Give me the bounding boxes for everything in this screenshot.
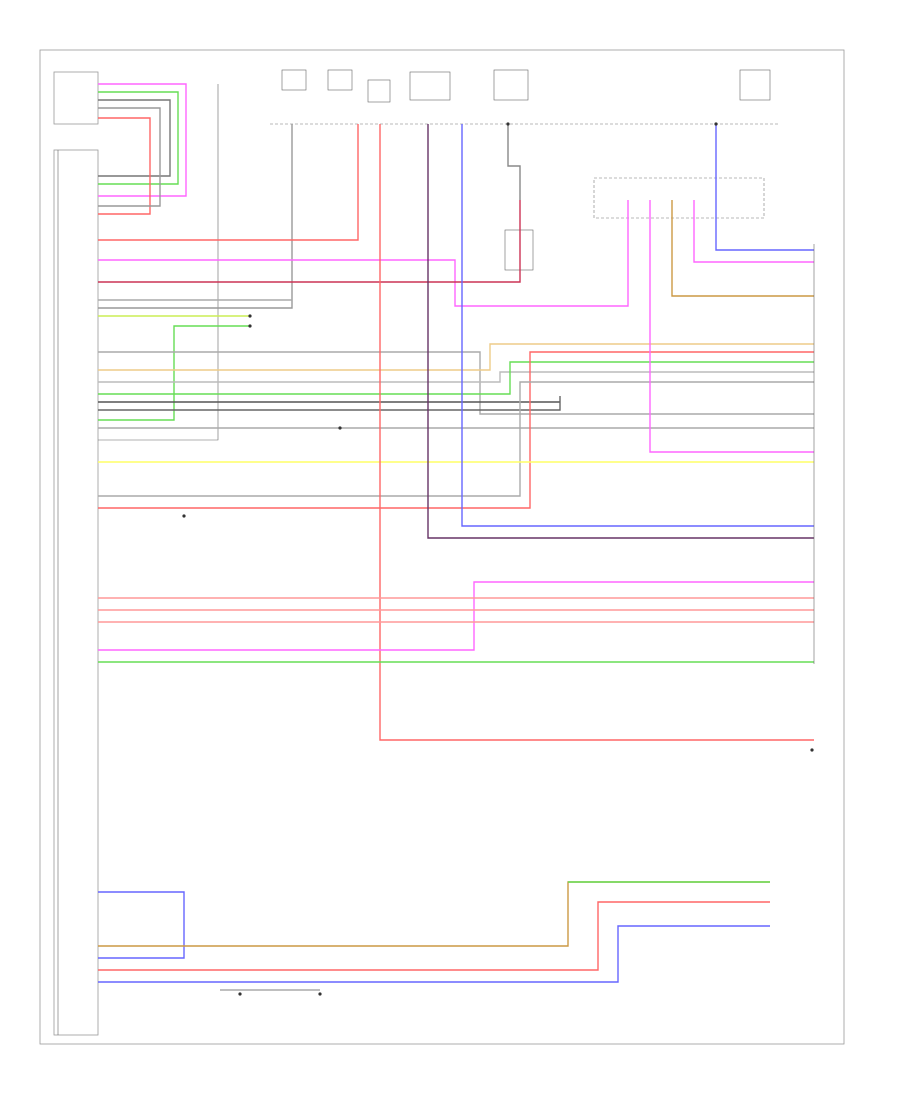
wire-gray-vertical-1	[98, 124, 293, 309]
splice-2	[248, 324, 252, 328]
wire-orange-31	[98, 881, 770, 947]
wire-gray-right-24	[507, 124, 521, 200]
wire-pink-right-22	[693, 200, 814, 263]
splice-5	[318, 992, 322, 996]
wire-pink-17	[649, 200, 814, 453]
fuse-box-6	[739, 69, 771, 101]
fuse-box-2	[327, 69, 353, 91]
splice-4	[238, 992, 242, 996]
wire-pink-25	[98, 581, 814, 651]
wire-green-10	[98, 361, 814, 395]
wire-orange-8	[98, 343, 814, 371]
wire-green-6	[98, 325, 250, 421]
wire-ground-vertical	[98, 84, 219, 441]
splice-6	[338, 426, 342, 430]
wire-red-1	[98, 124, 359, 241]
wire-violet-18	[427, 124, 814, 539]
wire-orange-right-23	[671, 200, 814, 297]
fuse-box-1	[281, 69, 307, 91]
wire-red-32	[98, 901, 770, 971]
wire-gray-7	[98, 351, 814, 415]
splice-7	[810, 748, 814, 752]
wire-red-top-1	[98, 117, 151, 215]
splice-8	[714, 122, 718, 126]
wire-red-violet-3	[98, 200, 521, 283]
wire-blue-30	[98, 891, 185, 959]
wire-gray-15	[98, 381, 814, 497]
wire-black-top-1	[98, 99, 171, 177]
wire-dkgray-12	[98, 396, 561, 411]
splice-3	[182, 514, 186, 518]
wire-pink-2	[98, 200, 629, 307]
switch-block-right	[593, 177, 765, 219]
wire-gray-9	[98, 371, 814, 383]
splice-1	[248, 314, 252, 318]
diagram-frame	[39, 49, 845, 1045]
wire-blue-33	[98, 925, 770, 983]
fuse-box-5	[493, 69, 529, 101]
wire-red-20	[379, 124, 814, 741]
wire-red-14	[98, 351, 814, 509]
ecm-connector	[53, 149, 99, 1036]
wire-green-top-1	[98, 91, 179, 185]
fuse-box-3	[367, 79, 391, 103]
splice-9	[506, 122, 510, 126]
fuse-box-4	[409, 71, 451, 101]
wire-pink-top-1	[98, 83, 187, 197]
wire-blue-19	[461, 124, 814, 527]
connector-box-top-left	[53, 71, 99, 125]
wire-blue-right-21	[715, 124, 814, 251]
relay-block-middle	[504, 229, 534, 271]
wire-gray-top-1	[98, 107, 161, 207]
